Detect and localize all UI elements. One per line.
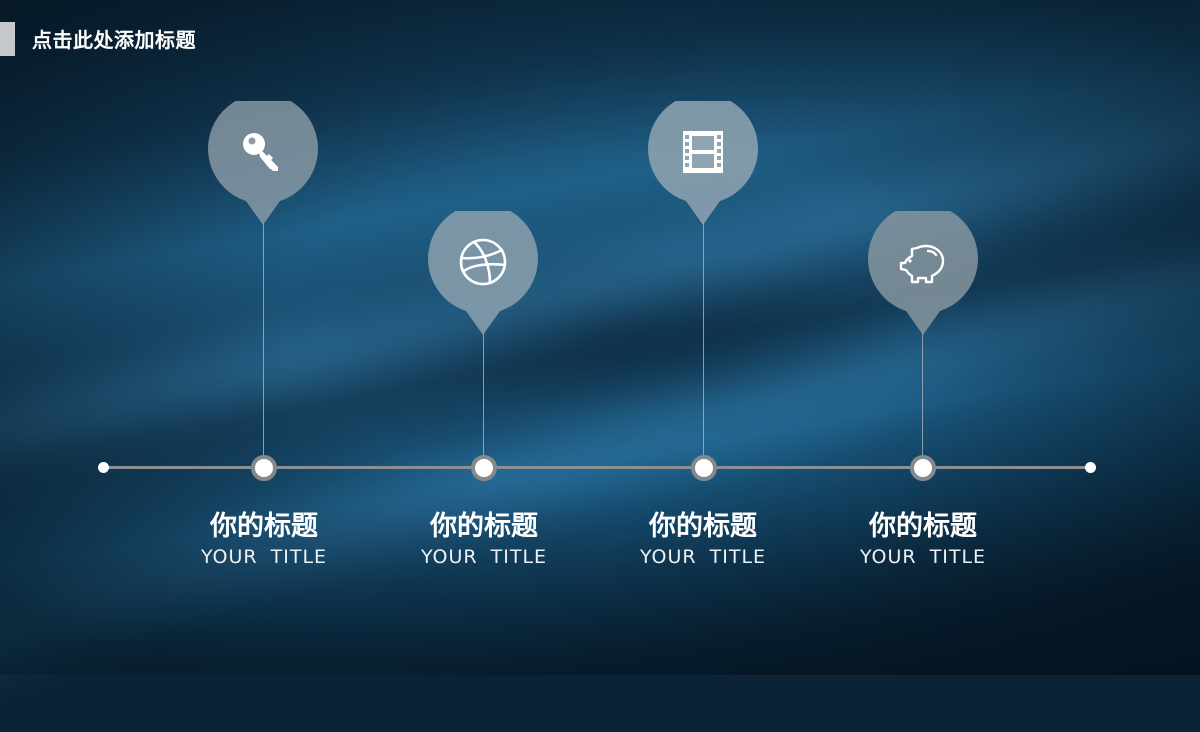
stem-line [703, 222, 704, 458]
pin-marker-4[interactable] [868, 211, 978, 336]
title-cn[interactable]: 你的标题 [430, 511, 538, 542]
title-en[interactable]: YOUR TITLE [420, 546, 548, 568]
title-en[interactable]: YOUR TITLE [639, 546, 767, 568]
timeline-label-4: 你的标题 YOUR TITLE [823, 510, 1023, 570]
pin-marker-2[interactable] [428, 211, 538, 336]
timeline-label-1: 你的标题 YOUR TITLE [164, 510, 364, 570]
title-cn[interactable]: 你的标题 [869, 511, 977, 542]
timeline-line [103, 466, 1090, 469]
timeline-start-dot [98, 462, 109, 473]
title-cn[interactable]: 你的标题 [210, 511, 318, 542]
pin-shape [868, 211, 978, 335]
stem-line [263, 222, 264, 458]
film-icon [683, 131, 723, 173]
key-icon [243, 133, 278, 171]
slide-title[interactable]: 点击此处添加标题 [32, 28, 196, 52]
stem-line [483, 332, 484, 458]
title-accent-bar [0, 22, 15, 56]
pin-marker-1[interactable] [208, 101, 318, 226]
timeline-node-2[interactable] [471, 455, 497, 481]
pin-marker-3[interactable] [648, 101, 758, 226]
title-cn[interactable]: 你的标题 [649, 511, 757, 542]
timeline-end-dot [1085, 462, 1096, 473]
pin-shape [428, 211, 538, 335]
title-en[interactable]: YOUR TITLE [859, 546, 987, 568]
pin-shape [208, 101, 318, 225]
background-vignette [0, 0, 1200, 675]
timeline-node-3[interactable] [691, 455, 717, 481]
title-en[interactable]: YOUR TITLE [200, 546, 328, 568]
timeline-node-1[interactable] [251, 455, 277, 481]
timeline-label-2: 你的标题 YOUR TITLE [384, 510, 584, 570]
basketball-icon [459, 238, 507, 286]
piggy-bank-icon [899, 244, 945, 284]
stem-line [922, 332, 923, 458]
timeline-node-4[interactable] [910, 455, 936, 481]
timeline-label-3: 你的标题 YOUR TITLE [603, 510, 803, 570]
